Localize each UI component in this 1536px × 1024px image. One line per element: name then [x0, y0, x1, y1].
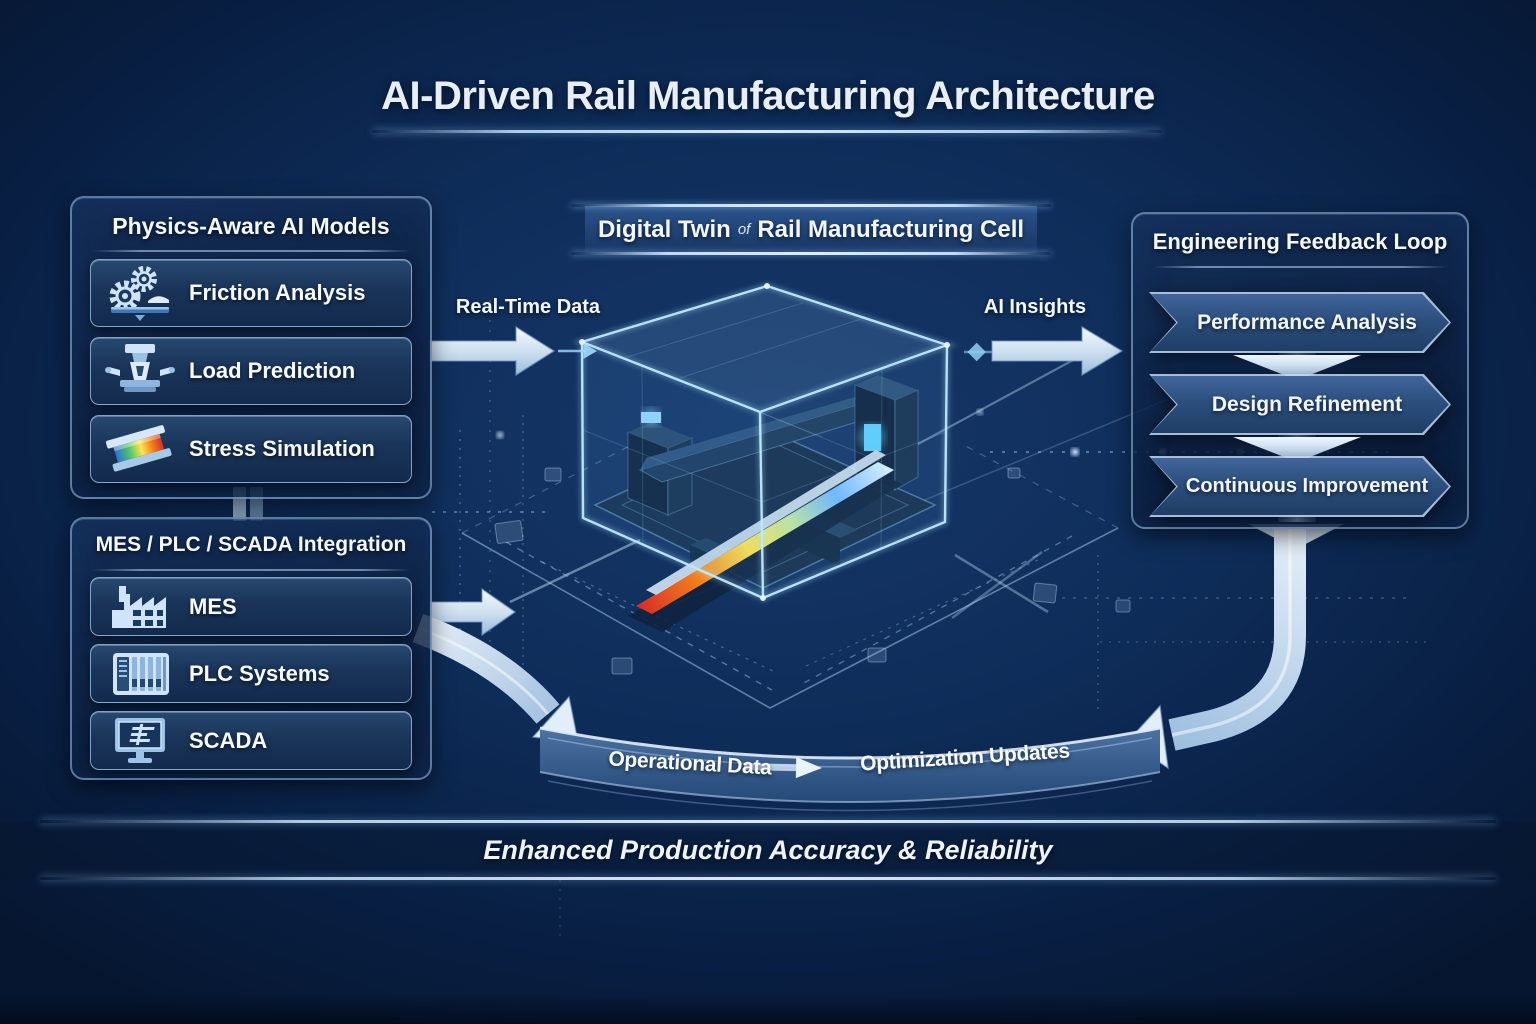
physics-ai-models-panel: Physics-Aware AI Models Friction Analysi…	[70, 196, 432, 499]
design-refinement-step: Design Refinement	[1149, 374, 1451, 435]
panel-divider	[92, 250, 410, 252]
engineering-feedback-panel: Engineering Feedback Loop Performance An…	[1131, 212, 1469, 529]
press-machine-icon	[91, 342, 189, 400]
digital-twin-banner: Digital Twin of Rail Manufacturing Cell	[571, 204, 1051, 255]
item-label: Friction Analysis	[189, 280, 366, 305]
tagline-divider-bottom	[40, 877, 1496, 880]
operational-band	[539, 726, 1161, 812]
band-mini-arrow	[743, 757, 823, 779]
banner-text-main: Digital Twin	[597, 215, 731, 243]
banner-edge	[571, 252, 1051, 255]
performance-analysis-step: Performance Analysis	[1149, 292, 1451, 353]
tagline-text: Enhanced Production Accuracy & Reliabili…	[483, 835, 1053, 865]
stress-simulation-item: Stress Simulation	[90, 415, 412, 483]
item-label: MES	[189, 593, 237, 619]
mes-item: MES	[90, 577, 412, 636]
ai-insights-arrow	[964, 325, 1124, 377]
step-label: Design Refinement	[1211, 392, 1403, 416]
plc-systems-item: PLC Systems	[90, 644, 412, 703]
physics-panel-title: Physics-Aware AI Models	[112, 213, 390, 239]
right-feedback-pipe	[1126, 524, 1344, 770]
tagline-divider-top	[40, 820, 1496, 823]
scatter-squares	[494, 467, 1131, 675]
step-label: Performance Analysis	[1197, 310, 1417, 334]
scada-monitor-icon	[91, 716, 189, 766]
scada-item: SCADA	[90, 711, 412, 770]
real-time-data-arrow	[429, 325, 556, 377]
friction-analysis-item: Friction Analysis	[90, 259, 412, 327]
title-divider	[372, 130, 1162, 133]
stress-beam-icon	[91, 420, 189, 478]
gears-friction-icon	[91, 264, 189, 322]
factory-icon	[91, 582, 189, 632]
continuous-improvement-step: Continuous Improvement	[1149, 456, 1451, 517]
banner-text-of: of	[737, 221, 751, 238]
panel-divider	[92, 569, 410, 571]
banner-edge	[571, 204, 1051, 207]
load-prediction-item: Load Prediction	[90, 337, 412, 405]
real-time-data-trace	[558, 343, 597, 359]
real-time-data-label: Real-Time Data	[455, 296, 601, 318]
page-title: AI-Driven Rail Manufacturing Architectur…	[381, 74, 1155, 118]
item-label: Stress Simulation	[189, 436, 375, 461]
item-label: Load Prediction	[189, 358, 356, 383]
mes-plc-scada-panel: MES / PLC / SCADA Integration MES	[70, 517, 432, 780]
tagline-band	[0, 822, 1536, 879]
plc-rack-icon	[91, 649, 189, 699]
banner-text-rest: Rail Manufacturing Cell	[757, 215, 1025, 243]
ai-insights-label: AI Insights	[983, 296, 1087, 318]
left-operational-pipe	[412, 613, 579, 743]
feedback-panel-title: Engineering Feedback Loop	[1152, 229, 1448, 254]
step-label: Continuous Improvement	[1185, 475, 1429, 497]
item-label: PLC Systems	[189, 660, 330, 686]
digital-twin-cube	[571, 282, 958, 604]
integration-panel-title: MES / PLC / SCADA Integration	[95, 533, 407, 556]
item-label: SCADA	[189, 727, 268, 753]
panel-divider	[1153, 266, 1447, 268]
